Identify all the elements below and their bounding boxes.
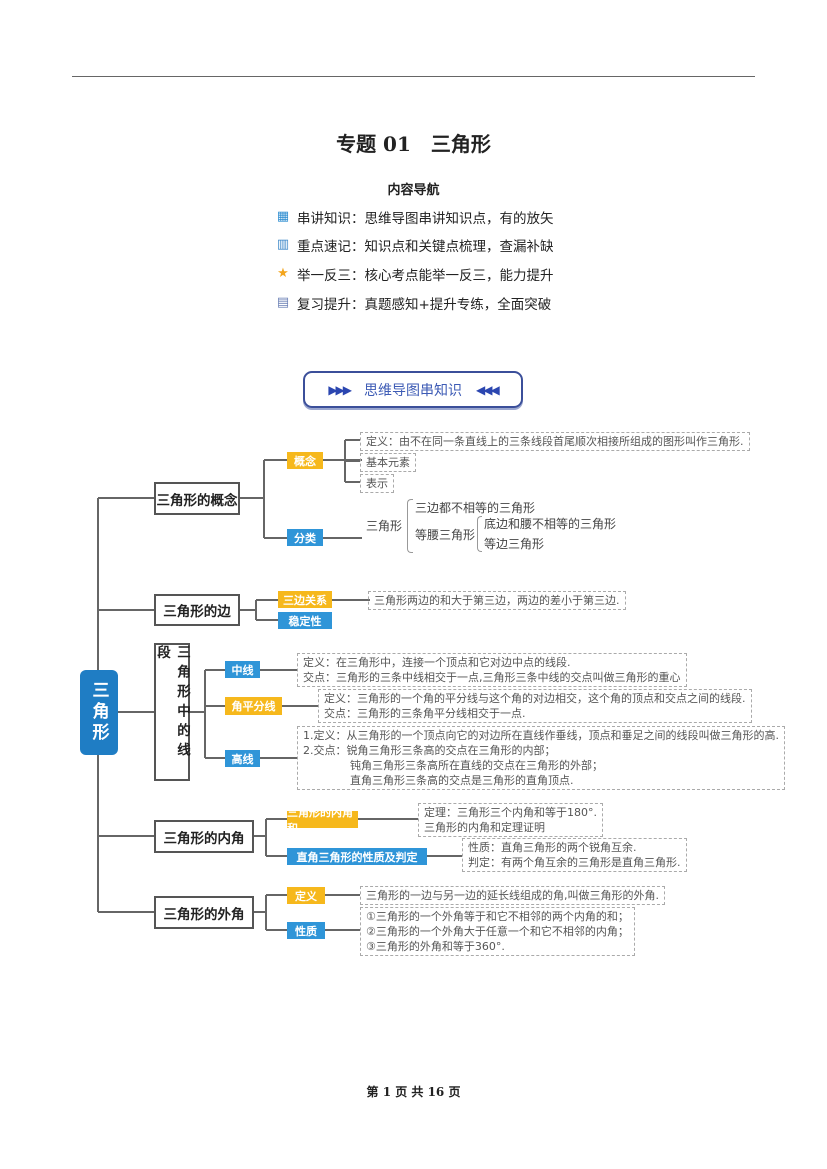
class-equilateral: 等边三角形 — [484, 537, 545, 551]
median-text: 定义：在三角形中，连接一个顶点和它对边中点的线段. 交点：三角形的三条中线相交于一… — [297, 653, 687, 687]
node-segments: 三角形中的线段 — [154, 643, 190, 781]
concept-definition: 定义：由不在同一条直线上的三条线段首尾顺次相接所组成的图形叫作三角形. — [360, 432, 750, 451]
concept-elements: 基本元素 — [360, 453, 416, 472]
text-line: 交点：三角形的三条角平分线相交于一点. — [324, 707, 526, 720]
nav-item-label: 复习提升：真题感知+提升专练，全面突破 — [297, 297, 552, 313]
root-node: 三角形 — [80, 670, 118, 755]
arrows-left-icon: ◀◀◀ — [476, 382, 500, 397]
nav-heading: 内容导航 — [387, 183, 440, 198]
edit-icon: ▤ — [276, 295, 290, 310]
right-triangle-text: 性质：直角三角形的两个锐角互余. 判定：有两个角互余的三角形是直角三角形. — [462, 838, 687, 872]
bisector-text: 定义：三角形的一个角的平分线与这个角的对边相交，这个角的顶点和交点之间的线段. 交… — [318, 689, 752, 723]
node-exterior-angle: 三角形的外角 — [154, 896, 254, 929]
tag-exterior-definition: 定义 — [287, 887, 325, 904]
nav-item: ★ 举一反三：核心考点能举一反三，能力提升 — [275, 264, 554, 284]
header-rule — [72, 76, 755, 77]
text-line: 钝角三角形三条高所在直线的交点在三角形的外部； — [350, 759, 603, 772]
text-line: 性质：直角三角形的两个锐角互余. — [468, 841, 637, 854]
text-line: 直角三角形三条高的交点是三角形的直角顶点. — [350, 774, 574, 787]
text-line: ②三角形的一个外角大于任意一个和它不相邻的内角； — [366, 925, 629, 938]
nav-item-label: 串讲知识：思维导图串讲知识点，有的放矢 — [297, 211, 554, 227]
text-line: 1.定义：从三角形的一个顶点向它的对边所在直线作垂线，顶点和垂足之间的线段叫做三… — [303, 729, 779, 742]
exterior-definition-text: 三角形的一边与另一边的延长线组成的角,叫做三角形的外角. — [360, 886, 665, 905]
class-root: 三角形 — [366, 519, 403, 533]
text-line: 交点：三角形的三条中线相交于一点,三角形三条中线的交点叫做三角形的重心 — [303, 671, 681, 684]
node-side: 三角形的边 — [154, 594, 240, 626]
tag-side-relation: 三边关系 — [278, 591, 332, 608]
nav-item: ▦ 串讲知识：思维导图串讲知识点，有的放矢 — [275, 207, 554, 227]
star-icon: ★ — [277, 266, 289, 281]
text-line: 判定：有两个角互余的三角形是直角三角形. — [468, 856, 681, 869]
node-concept: 三角形的概念 — [154, 482, 240, 515]
tag-angle-sum: 三角形的内角和 — [287, 806, 358, 835]
brace — [477, 516, 482, 552]
page-title: 专题 01 三角形 — [336, 132, 491, 156]
banner-label: 思维导图串知识 — [364, 382, 462, 399]
brace — [407, 499, 413, 553]
text-line: 2.交点：锐角三角形三条高的交点在三角形的内部； — [303, 744, 556, 757]
tag-right-triangle: 直角三角形的性质及判定 — [287, 848, 427, 865]
nav-item-label: 举一反三：核心考点能举一反三，能力提升 — [297, 268, 554, 284]
page-footer: 第 1 页 共 16 页 — [366, 1085, 461, 1099]
tag-altitude: 高线 — [225, 750, 260, 767]
text-line: 定理：三角形三个内角和等于180°. — [424, 806, 597, 819]
nav-item: ▤ 复习提升：真题感知+提升专练，全面突破 — [275, 293, 551, 313]
tag-angle-bisector: 角平分线 — [225, 697, 282, 715]
exterior-properties-text: ①三角形的一个外角等于和它不相邻的两个内角的和； ②三角形的一个外角大于任意一个和… — [360, 907, 635, 956]
angle-sum-text: 定理：三角形三个内角和等于180°. 三角形的内角和定理证明 — [418, 803, 603, 837]
arrows-right-icon: ▶▶▶ — [328, 382, 352, 397]
text-line: 定义：三角形的一个角的平分线与这个角的对边相交，这个角的顶点和交点之间的线段. — [324, 692, 746, 705]
class-isosceles: 等腰三角形 — [415, 528, 476, 542]
side-relation-text: 三角形两边的和大于第三边，两边的差小于第三边. — [368, 591, 626, 610]
class-scalene: 三边都不相等的三角形 — [415, 501, 536, 515]
text-line: 定义：在三角形中，连接一个顶点和它对边中点的线段. — [303, 656, 571, 669]
class-iso-nonequilateral: 底边和腰不相等的三角形 — [484, 517, 617, 531]
tag-concept: 概念 — [287, 452, 323, 469]
text-line: 三角形的内角和定理证明 — [424, 821, 545, 834]
tag-exterior-properties: 性质 — [287, 922, 325, 939]
tag-stability: 稳定性 — [278, 612, 332, 629]
section-banner: ▶▶▶ 思维导图串知识 ◀◀◀ — [303, 371, 523, 408]
book-icon: ▥ — [276, 237, 290, 252]
concept-notation: 表示 — [360, 474, 394, 493]
node-interior-angle: 三角形的内角 — [154, 820, 254, 853]
nav-item: ▥ 重点速记：知识点和关键点梳理，查漏补缺 — [275, 235, 554, 255]
altitude-text: 1.定义：从三角形的一个顶点向它的对边所在直线作垂线，顶点和垂足之间的线段叫做三… — [297, 726, 785, 790]
map-icon: ▦ — [276, 209, 290, 224]
text-line: ①三角形的一个外角等于和它不相邻的两个内角的和； — [366, 910, 629, 923]
tag-median: 中线 — [225, 661, 260, 678]
tag-classification: 分类 — [287, 529, 323, 546]
nav-item-label: 重点速记：知识点和关键点梳理，查漏补缺 — [297, 239, 554, 255]
text-line: ③三角形的外角和等于360°. — [366, 940, 505, 953]
